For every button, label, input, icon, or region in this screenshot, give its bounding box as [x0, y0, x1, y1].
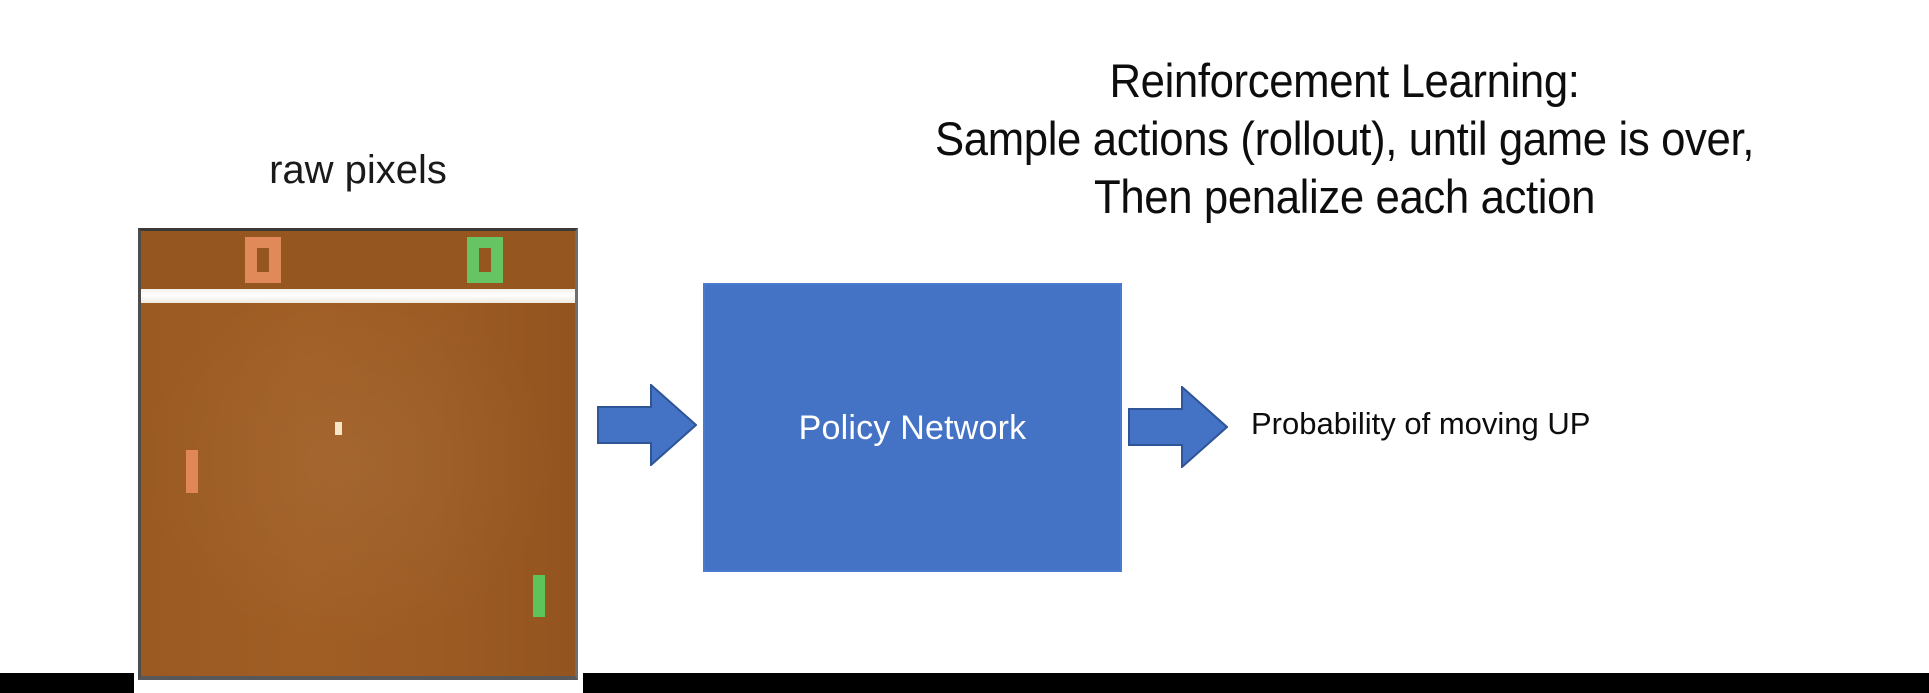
page-title-line-3: Then penalize each action	[1093, 170, 1596, 223]
score-digit-left	[245, 237, 281, 283]
raw-pixels-caption: raw pixels	[269, 148, 447, 192]
pong-score-band	[141, 231, 575, 289]
right-arrow-icon-input	[597, 384, 697, 466]
page-title-line-2: Sample actions (rollout), until game is …	[935, 112, 1754, 165]
bottom-bar-left	[0, 673, 134, 693]
score-digit-right	[467, 237, 503, 283]
policy-network-label: Policy Network	[798, 408, 1027, 447]
page-title-line-1: Reinforcement Learning:	[1109, 54, 1580, 107]
pong-game-screen	[138, 228, 578, 680]
bottom-bar-right	[583, 673, 1929, 693]
pong-playfield	[141, 231, 575, 676]
page-title: Reinforcement Learning: Sample actions (…	[760, 52, 1929, 226]
policy-network-box[interactable]: Policy Network	[703, 283, 1122, 572]
pong-paddle-right	[533, 575, 545, 617]
pong-divider-bar	[141, 289, 575, 303]
output-probability-label: Probability of moving UP	[1251, 406, 1591, 441]
right-arrow-icon-output	[1128, 386, 1228, 468]
pong-paddle-left	[186, 450, 198, 493]
pong-ball	[335, 422, 342, 435]
